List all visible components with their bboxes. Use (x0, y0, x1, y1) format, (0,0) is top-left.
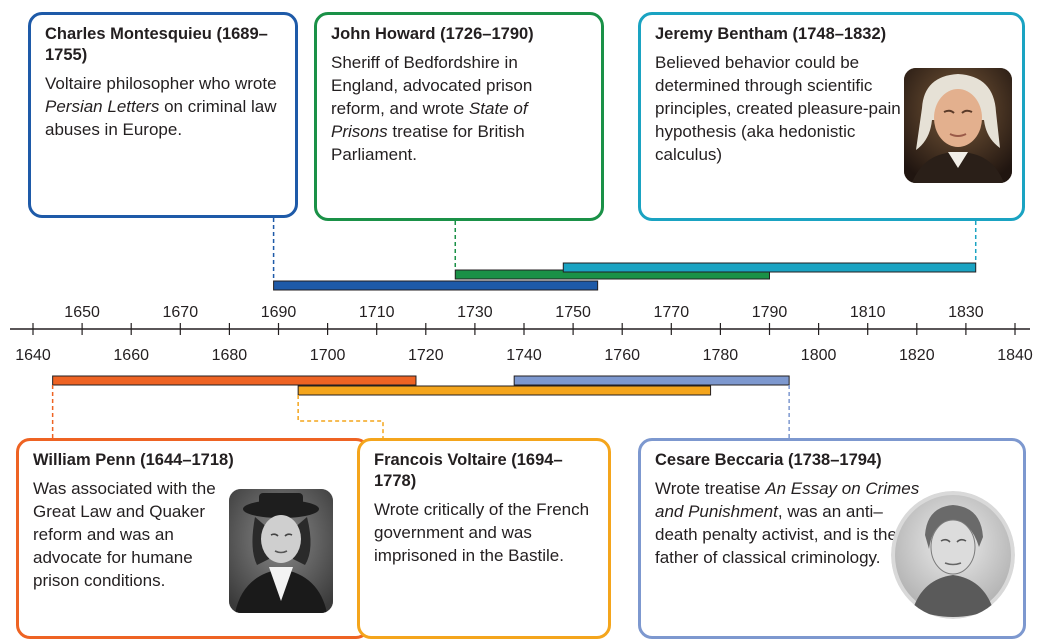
axis-label-top: 1750 (555, 304, 591, 321)
desc-text: on criminal law abuses in Europe. (45, 97, 277, 139)
axis-label-bottom: 1660 (113, 347, 149, 364)
card-description: Voltaire philosopher who wrote Persian L… (45, 72, 281, 141)
card-description: Believed behavior could be determined th… (655, 51, 905, 166)
lifespan-bar-bentham (562, 262, 977, 273)
axis-label-bottom: 1820 (899, 347, 935, 364)
card-beccaria: Cesare Beccaria (1738–1794) Wrote treati… (638, 438, 1026, 639)
desc-text: Believed behavior could be determined th… (655, 53, 901, 164)
axis-label-top: 1790 (752, 304, 788, 321)
axis-label-top: 1690 (261, 304, 297, 321)
card-title: Francois Voltaire (1694–1778) (374, 451, 563, 490)
axis-label-bottom: 1780 (703, 347, 739, 364)
desc-text: treatise for British Parliament. (331, 122, 525, 164)
card-title: Charles Montesquieu (1689–1755) (45, 25, 268, 64)
card-title: William Penn (1644–1718) (33, 451, 234, 469)
italic-title: An Essay on Crimes and Punishment (655, 479, 920, 521)
card-penn: William Penn (1644–1718) Was associated … (16, 438, 370, 639)
card-title: John Howard (1726–1790) (331, 25, 534, 43)
desc-text: Wrote treatise (655, 479, 766, 498)
card-description: Wrote critically of the French governmen… (374, 498, 596, 567)
lifespan-bar-montesquieu (273, 280, 599, 291)
desc-text: Voltaire philosopher who wrote (45, 74, 277, 93)
desc-text: , was an anti–death penalty activist, an… (655, 502, 897, 567)
axis-label-bottom: 1760 (604, 347, 640, 364)
beccaria-portrait (891, 491, 1015, 619)
bentham-portrait (904, 68, 1012, 183)
axis-label-top: 1810 (850, 304, 886, 321)
card-montesquieu: Charles Montesquieu (1689–1755) Voltaire… (28, 12, 298, 218)
axis-label-bottom: 1680 (212, 347, 248, 364)
axis-label-top: 1670 (163, 304, 199, 321)
axis-label-top: 1650 (64, 304, 100, 321)
card-title: Cesare Beccaria (1738–1794) (655, 451, 882, 469)
axis-label-bottom: 1840 (997, 347, 1033, 364)
card-description: Wrote treatise An Essay on Crimes and Pu… (655, 477, 923, 569)
desc-text: Wrote critically of the French governmen… (374, 500, 590, 565)
lifespan-bar-penn (52, 375, 417, 386)
italic-title: State of Prisons (331, 99, 528, 141)
connector-voltaire (297, 395, 384, 438)
lifespan-bar-beccaria (513, 375, 790, 386)
desc-text: Sheriff of Bedfordshire in England, advo… (331, 53, 533, 118)
lifespan-bar-voltaire (297, 385, 712, 396)
card-description: Sheriff of Bedfordshire in England, advo… (331, 51, 576, 166)
card-bentham: Jeremy Bentham (1748–1832) Believed beha… (638, 12, 1025, 221)
axis-label-top: 1730 (457, 304, 493, 321)
axis-label-bottom: 1640 (15, 347, 51, 364)
card-voltaire: Francois Voltaire (1694–1778) Wrote crit… (357, 438, 611, 639)
axis-label-bottom: 1700 (310, 347, 346, 364)
italic-title: Persian Letters (45, 97, 160, 116)
penn-portrait (229, 489, 333, 613)
axis-label-bottom: 1740 (506, 347, 542, 364)
card-description: Was associated with the Great Law and Qu… (33, 477, 233, 592)
card-howard: John Howard (1726–1790) Sheriff of Bedfo… (314, 12, 604, 221)
axis-label-bottom: 1800 (801, 347, 837, 364)
card-title: Jeremy Bentham (1748–1832) (655, 25, 887, 43)
axis-label-top: 1770 (654, 304, 690, 321)
axis-label-top: 1830 (948, 304, 984, 321)
axis-label-top: 1710 (359, 304, 395, 321)
desc-text: Was associated with the Great Law and Qu… (33, 479, 216, 590)
axis-label-bottom: 1720 (408, 347, 444, 364)
